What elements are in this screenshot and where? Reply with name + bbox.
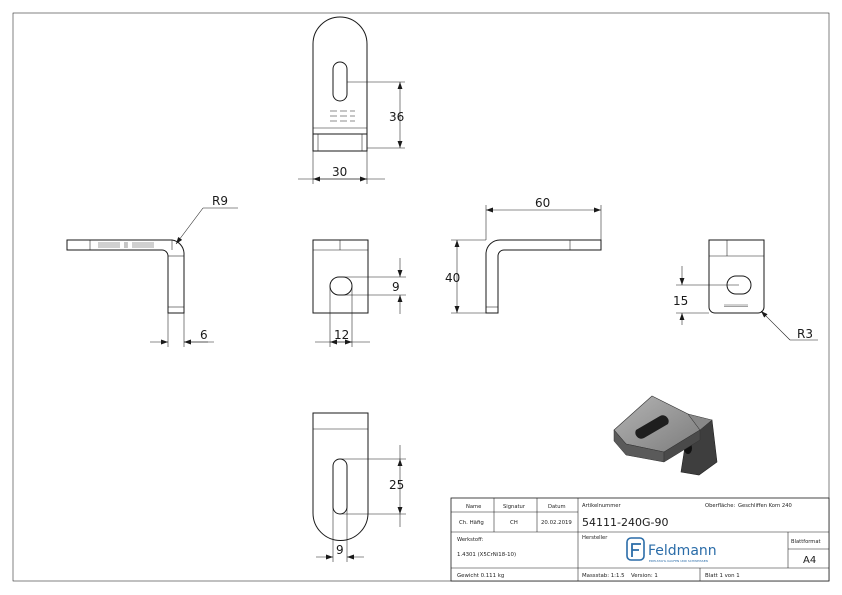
view-right-side: 60 40 [445, 196, 602, 314]
logo-text: Feldmann [648, 543, 717, 559]
tb-date-value: 20.02.2019 [541, 520, 572, 526]
dim-slot-length: 25 [389, 478, 404, 492]
tb-col-signature: Signatur [503, 504, 526, 510]
title-block: Name Signatur Datum Ch. Häfig CH 20.02.2… [450, 497, 830, 582]
view-center-front: 9 12 [312, 239, 406, 347]
tb-col-name: Name [466, 504, 481, 510]
tb-manufacturer-label: Hersteller [582, 535, 608, 541]
tb-format-label: Blattformat [791, 539, 821, 545]
tb-sheet: Blatt 1 von 1 [705, 573, 740, 579]
dim-thickness: 6 [200, 328, 208, 342]
logo-subtitle: EDELSTAHL KAUFEN UND SCHWEISSEN [649, 559, 708, 563]
tb-weight: Gewicht 0.111 kg [457, 573, 504, 579]
tb-surface-value: Geschliffen Korn 240 [738, 503, 792, 509]
dim-hole-pos: 15 [673, 294, 688, 308]
tb-version: Version: 1 [631, 573, 658, 579]
drawing-frame [12, 12, 830, 582]
tb-material-label: Werkstoff: [457, 537, 484, 543]
engraving-marks [330, 110, 355, 122]
tb-scale: Massstab: 1:1.5 [582, 573, 625, 579]
tb-format-value: A4 [803, 555, 816, 566]
view-isometric [613, 395, 718, 476]
dim-leg-length: 60 [535, 196, 550, 210]
dim-top-height: 36 [389, 110, 404, 124]
view-top: 36 30 [298, 16, 405, 184]
tb-article-number: 54111-240G-90 [582, 516, 668, 529]
view-far-right: 15 R3 [673, 239, 818, 341]
tb-surface-label: Oberfläche: [705, 503, 735, 509]
dim-top-width: 30 [332, 165, 347, 179]
feldmann-logo: Feldmann EDELSTAHL KAUFEN UND SCHWEISSEN [626, 537, 717, 563]
slot-front-view [329, 276, 353, 296]
slot-top-view [332, 61, 348, 102]
tb-material-value: 1.4301 (X5CrNi18-10) [457, 552, 516, 558]
dim-bend-radius: R9 [212, 194, 228, 208]
tb-article-label: Artikelnummer [582, 503, 621, 509]
view-left-side: R9 6 [66, 194, 238, 347]
dim-leg-height: 40 [445, 271, 460, 285]
dim-slot-width-bottom: 9 [336, 543, 344, 557]
view-bottom: 25 9 [312, 412, 406, 562]
tb-col-date: Datum [548, 504, 566, 510]
slot-bottom-view [332, 458, 348, 515]
tb-name-value: Ch. Häfig [459, 520, 484, 526]
dim-corner-radius: R3 [797, 327, 813, 341]
dim-slot-height: 9 [392, 280, 400, 294]
dim-slot-width: 12 [334, 328, 349, 342]
tb-signature-value: CH [510, 520, 518, 526]
